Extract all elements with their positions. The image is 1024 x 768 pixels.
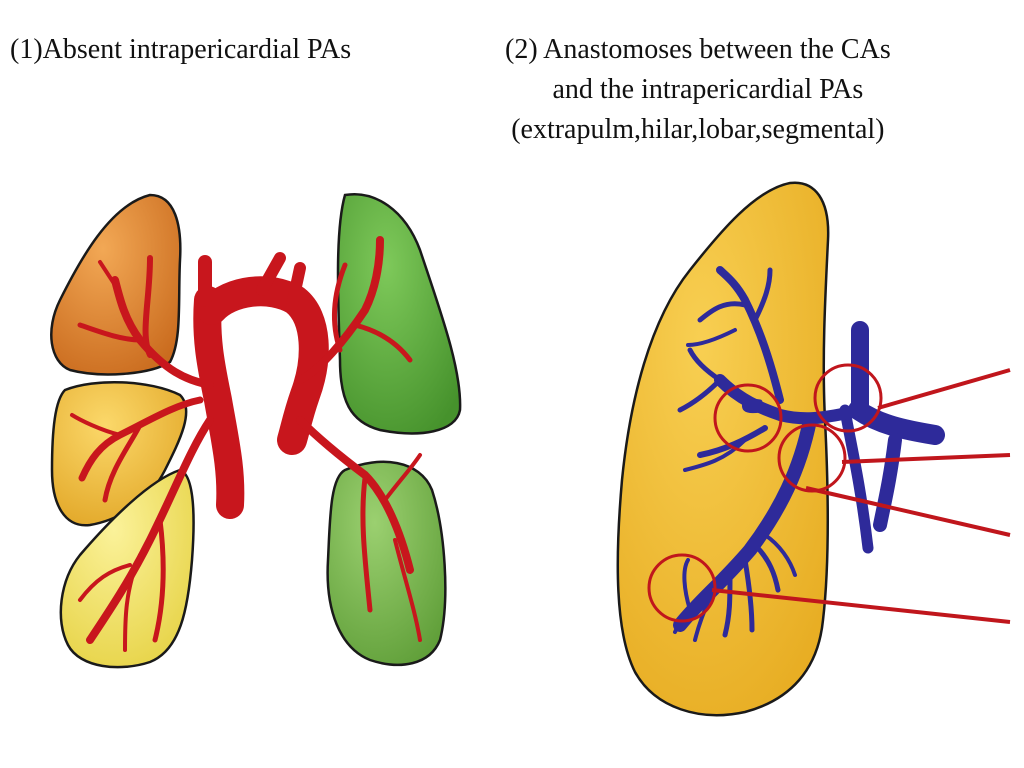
anastomosis-circle-extrapulmonary [813, 363, 883, 433]
left-caption: (1)Absent intrapericardial PAs [10, 34, 352, 65]
left-lung-diagram [50, 193, 462, 669]
pointer-line-1 [877, 368, 1011, 410]
anastomosis-circle-segmental [647, 553, 717, 623]
right-caption: (2) Anastomoses between the CAs and the … [505, 30, 891, 150]
right-caption-line-2: and the intrapericardial PAs [552, 74, 864, 105]
left-lower-lobe-green [326, 460, 447, 667]
pointer-line-4 [711, 588, 1011, 624]
pointer-line-3 [805, 486, 1011, 537]
anastomosis-markers [647, 363, 1011, 624]
pulmonary-vessel-tree [673, 266, 945, 642]
aorta-and-collaterals [70, 236, 422, 652]
right-lung-diagram [616, 181, 1011, 717]
anastomosis-circle-lobar [713, 383, 783, 453]
right-caption-line-3: (extrapulm,hilar,lobar,segmental) [511, 114, 885, 145]
anastomosis-circle-hilar [777, 423, 847, 493]
left-upper-lobe-green [336, 193, 462, 435]
pointer-line-2 [841, 453, 1011, 464]
right-caption-line-1: (2) Anastomoses between the CAs [505, 34, 891, 65]
